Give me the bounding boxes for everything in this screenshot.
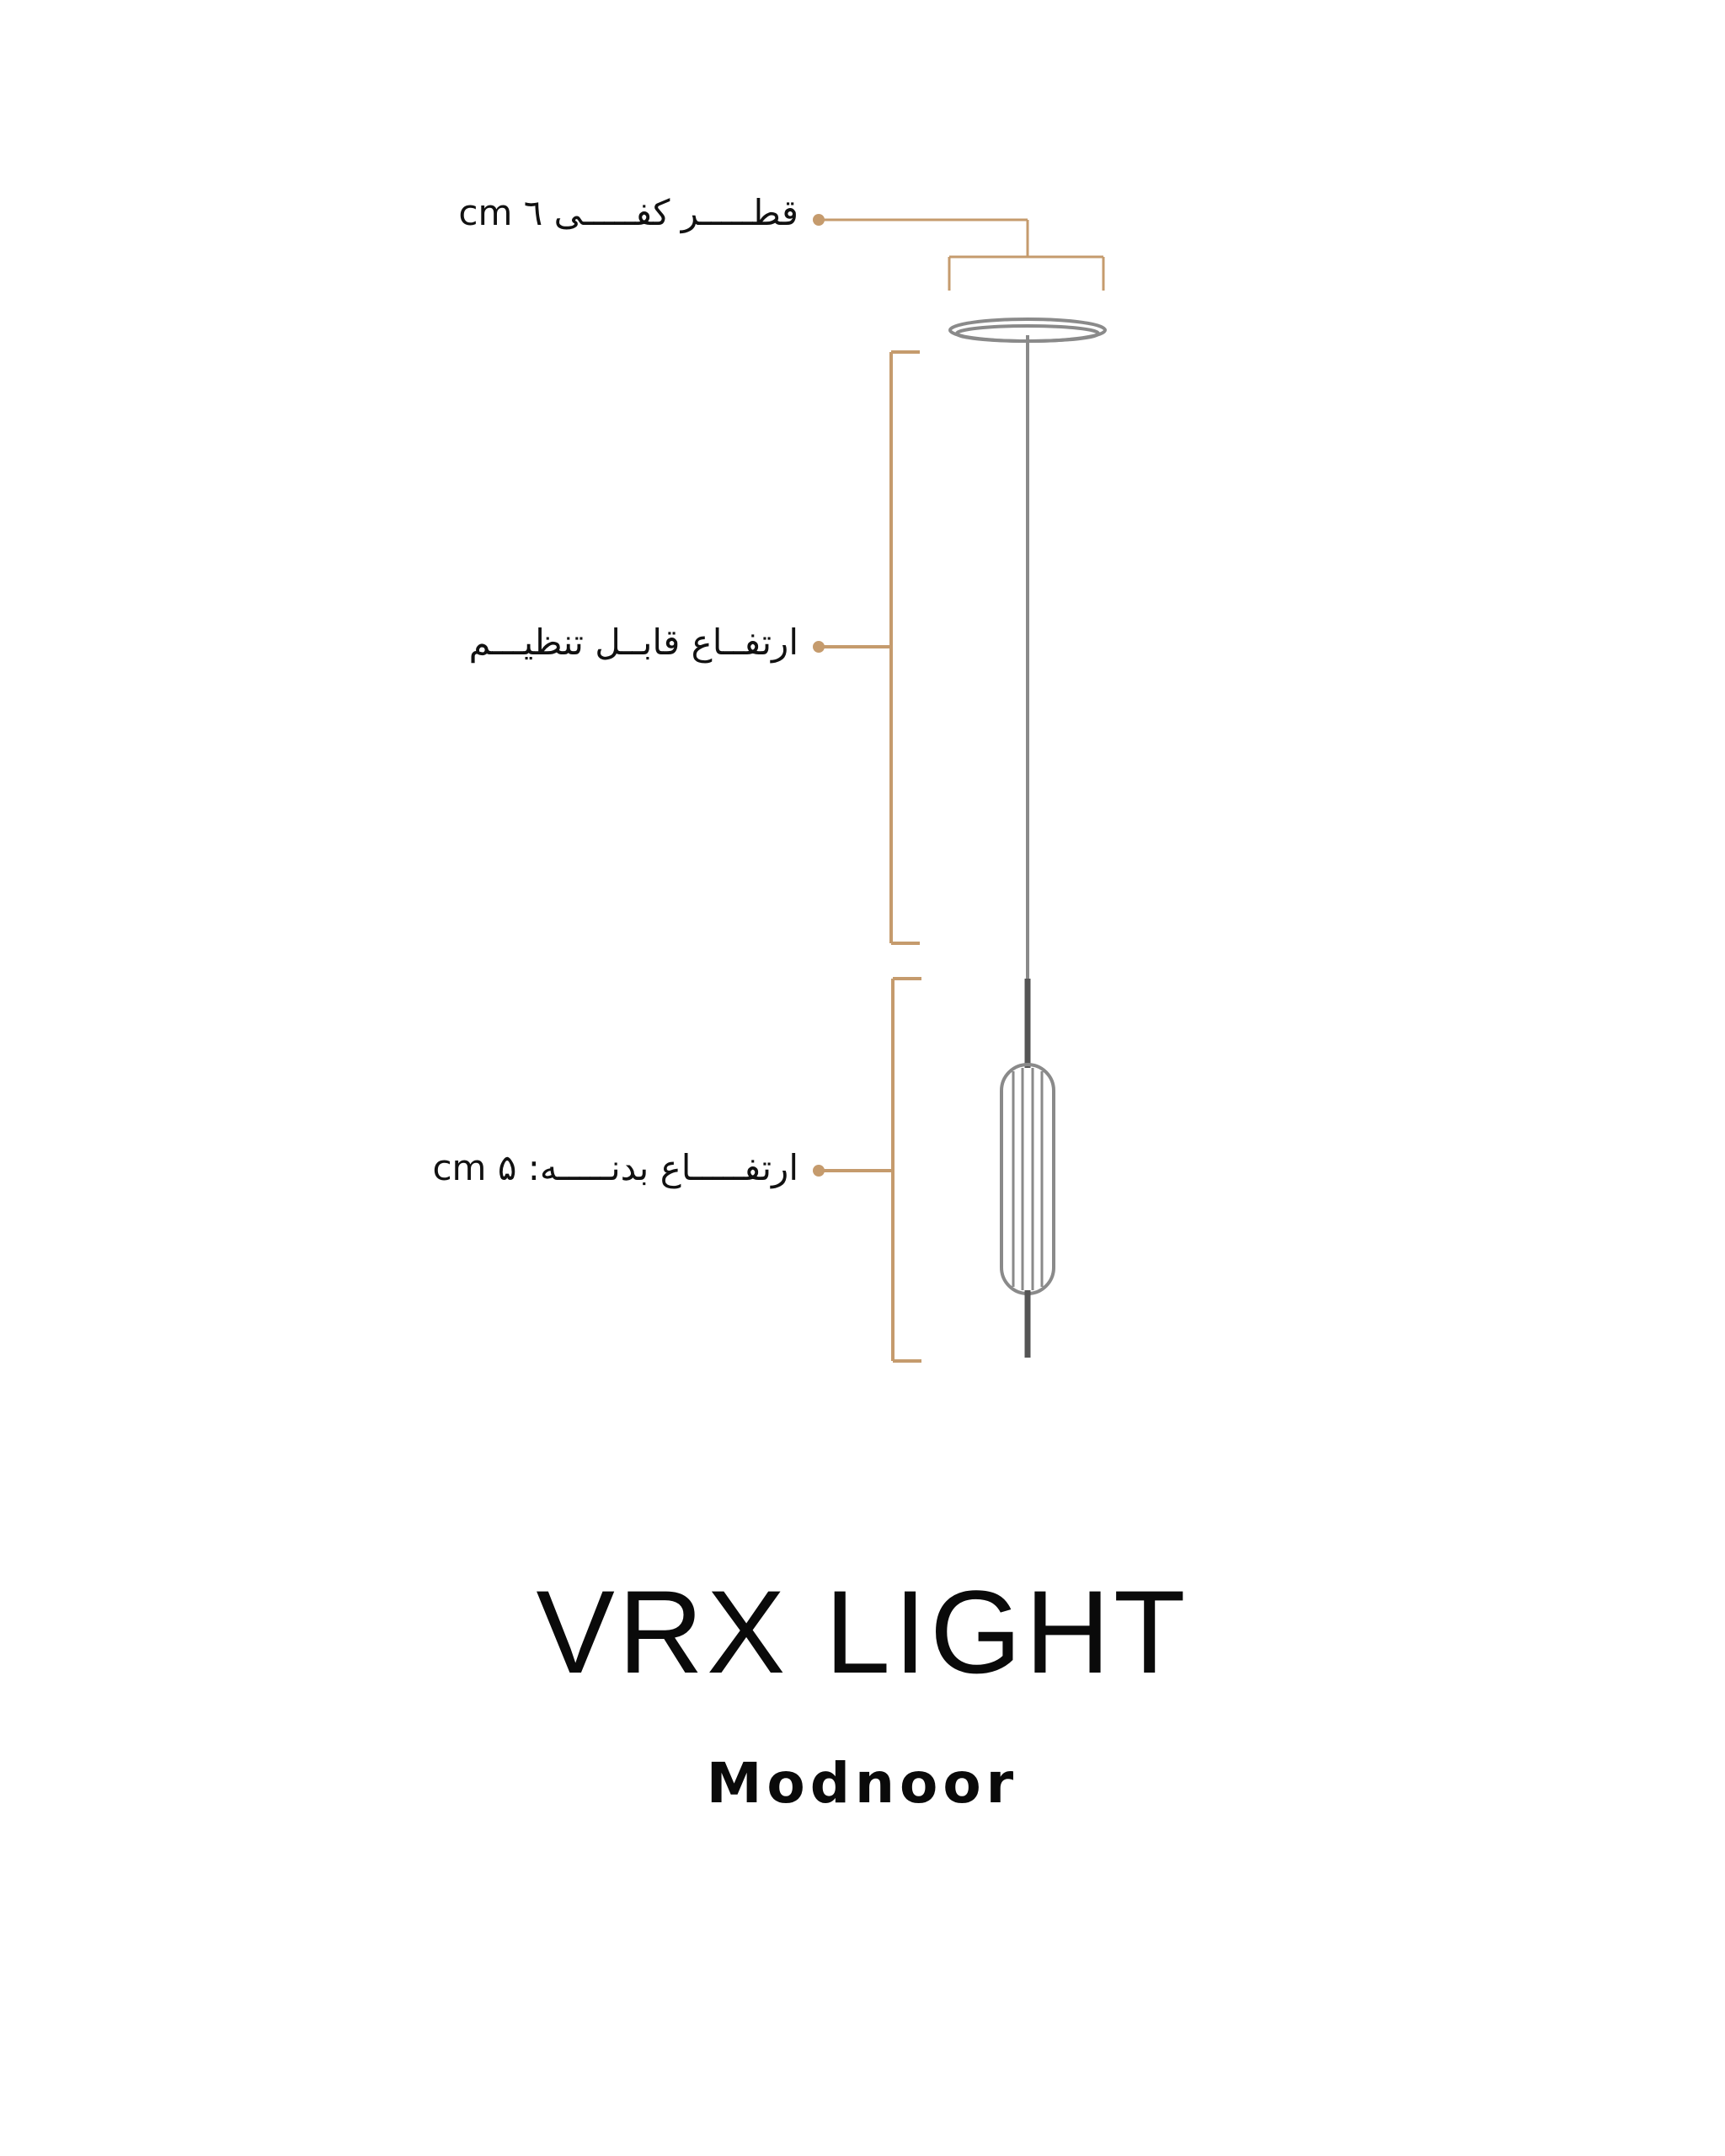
body-height-bracket [822, 977, 921, 1363]
diameter-callout [822, 218, 1105, 291]
diameter-label: قطـــــر کفـــــی ٦ cm [458, 192, 798, 233]
brand-logo: Modnoor [706, 1751, 1019, 1816]
adjustable-height-dot [813, 641, 825, 653]
body-height-label: ارتفـــــاع بدنـــــه: ۵ cm [432, 1147, 798, 1188]
adjustable-height-label: ارتفــاع قابــل تنظیـــم [468, 622, 798, 663]
diameter-dot [813, 214, 825, 226]
lamp-body [1000, 979, 1055, 1358]
body-height-dot [813, 1165, 825, 1177]
adjustable-height-bracket [822, 350, 920, 945]
product-title: VRX LIGHT [536, 1566, 1189, 1698]
